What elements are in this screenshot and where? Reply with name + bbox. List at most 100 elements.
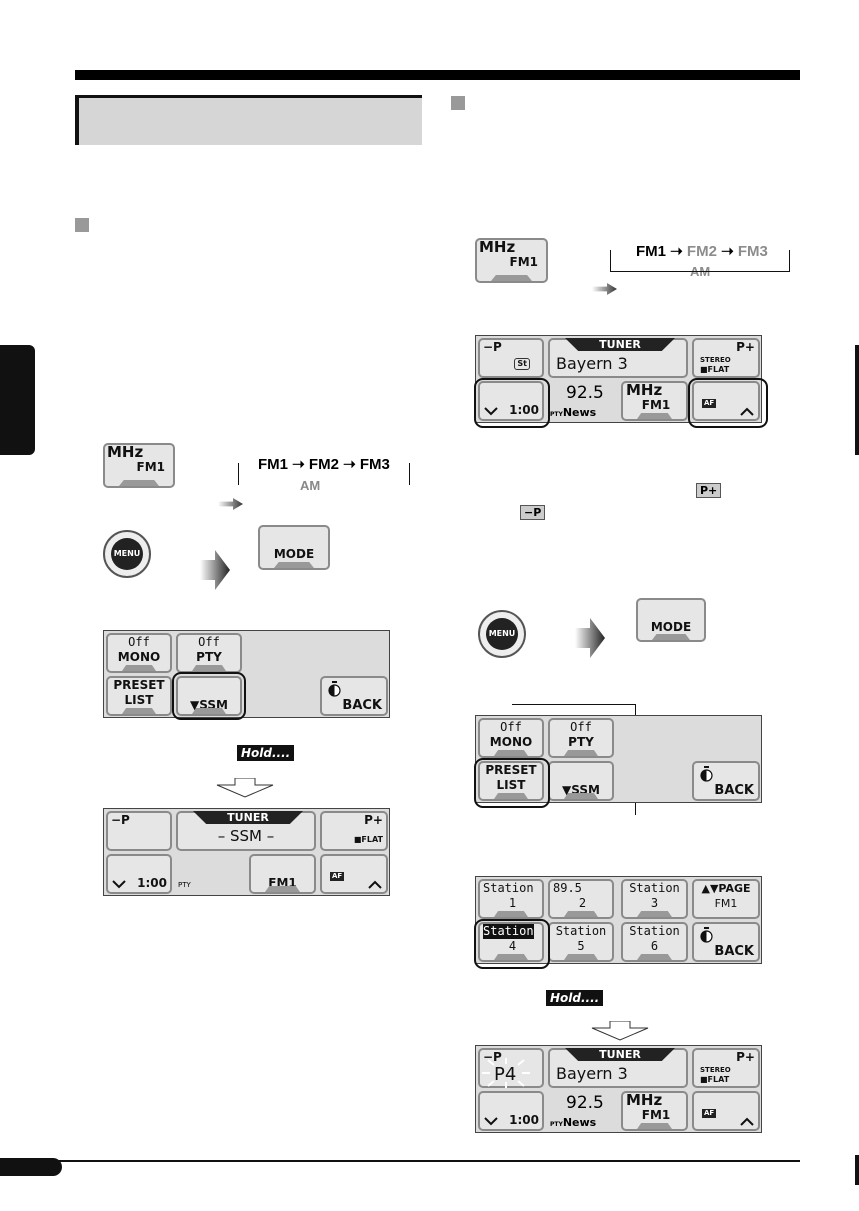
plus-p-label: P+ [736,340,755,354]
minus-p-label: −P [483,340,502,354]
af-badge: AF [702,399,717,408]
pty-indicator: PTY [178,881,191,889]
pty-state: Off [570,720,592,734]
mhz-fm1-button[interactable]: MHz FM1 [475,238,548,283]
menu-button[interactable]: MENU [478,610,526,658]
next-arrow [200,550,230,590]
plus-p-inline-icon: P+ [696,483,722,498]
seek-up-button[interactable]: AF [320,854,388,894]
bottom-rule [0,1160,800,1162]
pty-label: PTY [196,650,222,664]
highlight-ring [474,758,550,808]
ssm-button[interactable]: ▼SSM [548,761,614,801]
fm3: FM3 [737,243,768,260]
preset-up-button[interactable]: P+ STEREO■FLAT [692,338,760,378]
band-button[interactable]: FM1 [249,854,316,894]
list-label: LIST [496,778,526,792]
fm3: FM3 [359,456,390,473]
language-side-tab [0,345,35,455]
mhz-label: MHz [626,381,663,399]
highlight-ring [474,378,550,428]
station-name: Bayern 3 [556,1064,628,1083]
preset-name: Station [555,924,607,938]
mode-button[interactable]: MODE [258,525,330,570]
back-button[interactable]: BACK [320,676,388,716]
flat-label: ■FLAT [700,365,730,374]
down-arrow [591,1021,649,1041]
preset-up-button[interactable]: P+STEREO■FLAT [692,1048,760,1088]
fm1-label: FM1 [641,398,671,412]
fm1-label: FM1 [641,1108,671,1122]
pty-news-label: News [562,1116,597,1129]
mode-button[interactable]: MODE [636,598,706,642]
stereo-label: STEREO [700,356,731,364]
minus-p-inline-icon: −P [520,505,546,520]
section-title-box [75,95,422,145]
seek-up-button[interactable]: AF [692,381,760,421]
preset-down-button[interactable]: −P [106,811,172,851]
seek-down-button[interactable]: 1:00 [106,854,172,894]
stereo-label: STEREO [700,1066,731,1074]
mode-label: MODE [273,547,315,561]
mhz-fm1-button[interactable]: MHz FM1 [103,443,175,488]
preset-number: 3 [650,896,659,910]
menu-label: MENU [486,618,518,650]
back-button[interactable]: BACK [692,761,760,801]
back-label: BACK [714,783,754,798]
preset-up-button[interactable]: P+ ■FLAT [320,811,388,851]
back-button[interactable]: BACK [692,922,760,962]
preset-down-button[interactable]: −P P4 [478,1048,544,1088]
tuner-tag: TUNER [193,811,303,824]
minus-p-label: −P [111,813,130,827]
station-name: Bayern 3 [556,354,628,373]
flat-label: ■FLAT [353,835,383,844]
pty-label: PTY [568,735,594,749]
display-area: TUNER– SSM – [176,811,316,851]
fm1: FM1 [636,243,666,260]
chevron-down-icon [484,1117,498,1126]
edge-mark [855,1155,859,1185]
preset-number: 1 [508,896,517,910]
ssm-button[interactable]: ▼SSM [176,676,242,716]
down-arrow [216,778,274,798]
preset-name: 89.5 [553,881,582,895]
pty-state: Off [198,635,220,649]
seek-down-button[interactable]: 1:00 [478,381,544,421]
pty-news: PTYNews [550,406,596,421]
highlight-ring [474,919,550,969]
preset-label: PRESET [113,678,165,692]
edge-mark [855,345,859,455]
menu-button[interactable]: MENU [103,530,151,578]
back-label: BACK [714,944,754,959]
chevron-up-icon [368,880,382,889]
press-arrow [218,498,243,510]
preset-name: Station [483,924,534,939]
plus-p-label: P+ [364,813,383,827]
seek-down-button[interactable]: 1:00 [478,1091,544,1131]
list-label: LIST [124,693,154,707]
seek-up-button[interactable]: AF [692,1091,760,1131]
timer-icon [328,681,341,697]
preset-number: 5 [577,939,585,953]
